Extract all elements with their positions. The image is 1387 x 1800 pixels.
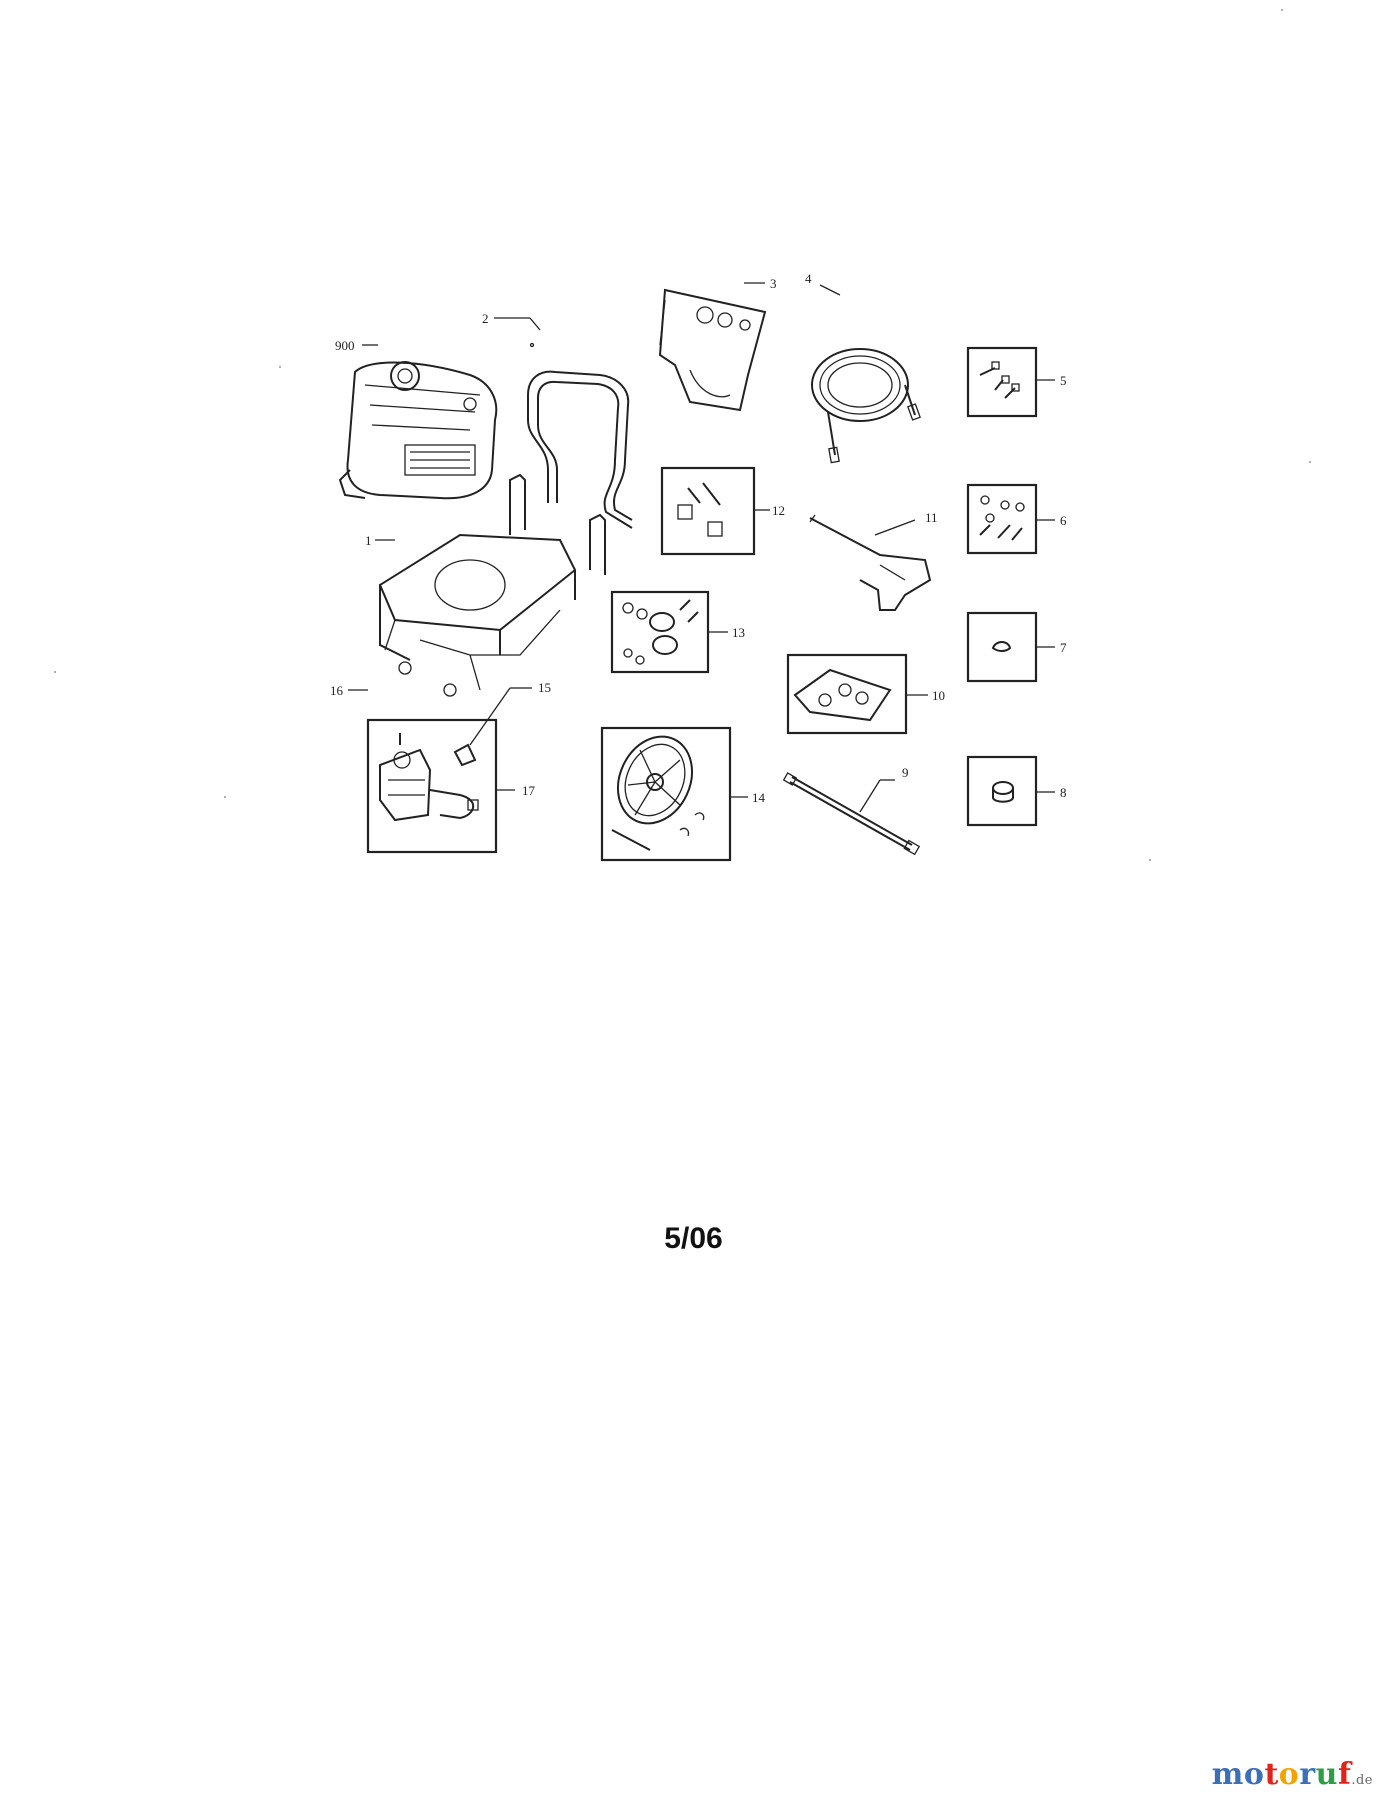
watermark-letter: t bbox=[1264, 1757, 1279, 1792]
callout-8: 8 bbox=[1060, 785, 1067, 800]
bolts-part-5 bbox=[979, 361, 1020, 399]
watermark-letter: o bbox=[1278, 1757, 1300, 1792]
leader-11 bbox=[874, 519, 916, 536]
watermark-suffix: .de bbox=[1351, 1773, 1373, 1788]
panel-part bbox=[658, 288, 767, 412]
callout-12: 12 bbox=[772, 503, 785, 518]
leader-9 bbox=[859, 779, 881, 813]
leader-15 bbox=[469, 687, 511, 746]
handle-part bbox=[527, 342, 633, 529]
scan-speck bbox=[1281, 9, 1283, 11]
cap-part-8 bbox=[992, 781, 1014, 803]
scan-speck bbox=[224, 796, 226, 798]
callout-2: 2 bbox=[482, 311, 489, 326]
pump-part-17 bbox=[379, 733, 479, 822]
callout-1: 1 bbox=[365, 533, 372, 548]
nozzle-kit-part-10 bbox=[793, 668, 892, 722]
bolts-part-6 bbox=[979, 495, 1025, 541]
engine-part bbox=[338, 361, 498, 500]
watermark-letter: m bbox=[1211, 1757, 1244, 1792]
watermark-letter: o bbox=[1243, 1757, 1265, 1792]
callout-15: 15 bbox=[538, 680, 551, 695]
scan-speck bbox=[1309, 461, 1311, 463]
spray-gun-part bbox=[809, 514, 932, 611]
pump-box-17 bbox=[366, 718, 498, 854]
watermark-logo: motoruf.de bbox=[1212, 1757, 1373, 1792]
callout-13: 13 bbox=[732, 625, 745, 640]
callout-17: 17 bbox=[522, 783, 536, 798]
callout-5: 5 bbox=[1060, 373, 1067, 388]
callout-10: 10 bbox=[932, 688, 945, 703]
leader-4 bbox=[819, 284, 841, 296]
callout-14: 14 bbox=[752, 790, 766, 805]
callout-4: 4 bbox=[805, 271, 812, 286]
watermark-letter: u bbox=[1315, 1757, 1338, 1792]
watermark-letter: r bbox=[1299, 1757, 1316, 1792]
wheel-box-14 bbox=[600, 726, 732, 862]
hose-part bbox=[811, 348, 921, 464]
callout-11: 11 bbox=[925, 510, 938, 525]
callout-6: 6 bbox=[1060, 513, 1067, 528]
watermark-letter: f bbox=[1337, 1757, 1352, 1792]
wand-part-9 bbox=[782, 772, 921, 856]
callout-9: 9 bbox=[902, 765, 909, 780]
nozzle-box-10 bbox=[786, 653, 908, 735]
scan-speck bbox=[1149, 859, 1151, 861]
scan-speck bbox=[279, 366, 281, 368]
callout-3: 3 bbox=[770, 276, 777, 291]
cap-box-8 bbox=[966, 755, 1038, 827]
callout-7: 7 bbox=[1060, 640, 1067, 655]
bolts-box-6 bbox=[966, 483, 1038, 555]
hardware-box-12 bbox=[660, 466, 756, 556]
callout-900: 900 bbox=[335, 338, 355, 353]
bolts-box-5 bbox=[966, 346, 1038, 418]
clip-box-7 bbox=[966, 611, 1038, 683]
clip-part-7 bbox=[991, 641, 1012, 652]
wheel-hardware-box-13 bbox=[610, 590, 710, 674]
callout-16: 16 bbox=[330, 683, 344, 698]
hardware-part-12 bbox=[677, 482, 723, 537]
wheel-hardware-part-13 bbox=[622, 599, 699, 665]
revision-date: 5/06 bbox=[664, 1222, 723, 1255]
frame-part bbox=[378, 473, 606, 697]
wheel-part-14 bbox=[611, 735, 705, 851]
scan-speck bbox=[54, 671, 56, 673]
